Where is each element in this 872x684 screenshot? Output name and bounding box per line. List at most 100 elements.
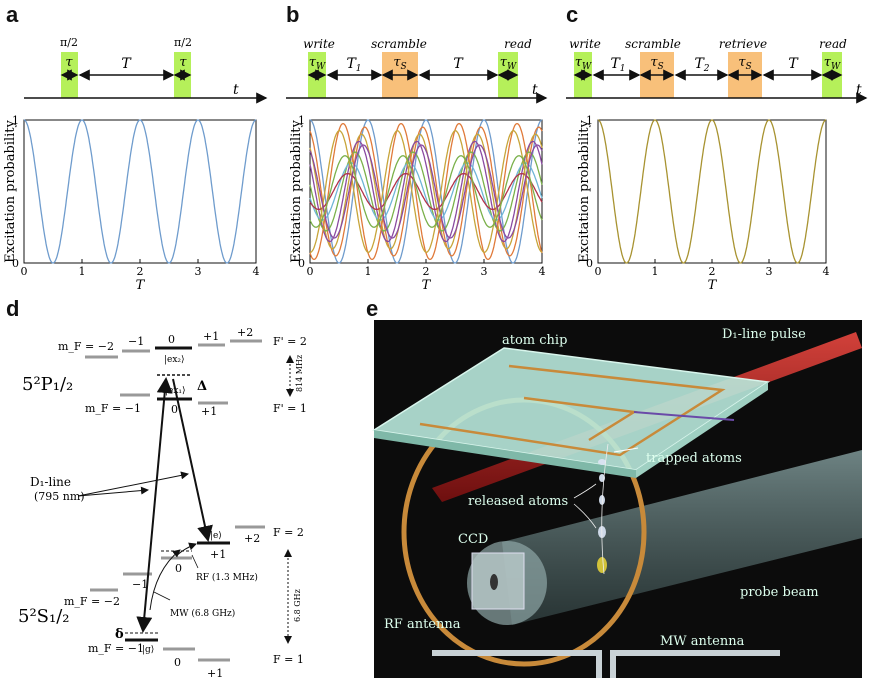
probe-beam-label: probe beam [740, 585, 819, 600]
lower-state-label: 5²S₁/₂ [18, 606, 70, 627]
x-axis-label: T [422, 278, 432, 293]
write-label: write [303, 37, 335, 51]
chip-wire [419, 364, 726, 457]
time-axis-label-b: t [532, 82, 538, 98]
level-diagram: m_F = −2 −1 0 +1 +2 |ex₂⟩ |ex₁⟩ Δ m_F = … [18, 326, 307, 680]
svg-text:0: 0 [174, 656, 181, 669]
rf-label: RF (1.3 MHz) [196, 572, 258, 583]
x-tick-label: 0 [307, 265, 314, 278]
x-axis-label: T [708, 278, 718, 293]
svg-text:τS: τS [393, 55, 406, 72]
probed-atom-cloud [597, 557, 607, 573]
gap-label-c: T [788, 56, 799, 72]
series-line-9 [309, 144, 543, 239]
mw-label: MW (6.8 GHz) [170, 608, 235, 619]
series-line-7 [309, 122, 543, 261]
series-line-6 [309, 172, 543, 211]
svg-text:T1: T1 [610, 56, 625, 74]
x-tick-label: 4 [823, 265, 830, 278]
series-line-3 [309, 140, 543, 243]
x-tick-label: 2 [423, 265, 430, 278]
x-tick-label: 1 [365, 265, 372, 278]
probe-beam [502, 450, 862, 625]
plot-frame [597, 119, 827, 264]
series-line-0 [23, 119, 257, 264]
atom-chip-label: atom chip [502, 333, 567, 348]
svg-text:0: 0 [175, 562, 182, 575]
x-tick-label: 2 [137, 265, 144, 278]
panel-letter-b: b [286, 2, 300, 27]
x-tick-label: 3 [766, 265, 773, 278]
upper-state-label: 5²P₁/₂ [22, 374, 73, 395]
timeline-c: write scramble retrieve read τW τS τS τW… [566, 37, 868, 104]
d1-pulse-label: D₁-line pulse [722, 327, 806, 342]
x-tick-label: 1 [79, 265, 86, 278]
y-tick-label: 0 [298, 257, 305, 270]
pulse-label-1: π/2 [60, 36, 78, 49]
x-tick-label: 4 [539, 265, 546, 278]
upper-mf-label: m_F = −2 [58, 340, 114, 353]
panel-letter-e: e [366, 296, 379, 321]
plot-frame [23, 119, 257, 264]
svg-text:τS: τS [650, 55, 663, 72]
released-atoms-label: released atoms [468, 494, 568, 509]
svg-text:m_F = −1: m_F = −1 [88, 642, 144, 655]
svg-text:T2: T2 [694, 56, 709, 74]
svg-text:m_F = −1: m_F = −1 [85, 402, 141, 415]
panel-letter-c: c [566, 2, 579, 27]
series-line-5 [309, 162, 543, 221]
rf-antenna-label: RF antenna [384, 617, 461, 632]
svg-text:0: 0 [168, 333, 175, 346]
series-line-2 [309, 133, 543, 250]
time-axis-label: t [233, 82, 239, 98]
svg-text:814 MHz: 814 MHz [295, 355, 304, 392]
svg-text:m_F = −2: m_F = −2 [64, 595, 120, 608]
svg-text:F' = 2: F' = 2 [273, 335, 307, 348]
svg-text:T1: T1 [346, 56, 361, 74]
svg-text:τS: τS [738, 55, 751, 72]
timeline-a: π/2 π/2 τ τ T t [24, 36, 268, 104]
trapped-atom-cloud [598, 459, 606, 465]
x-tick-label: 2 [709, 265, 716, 278]
write-label-c: write [569, 37, 601, 51]
read-label: read [504, 37, 532, 51]
svg-text:τW: τW [309, 55, 326, 72]
tau-w1: τ [309, 55, 317, 70]
svg-text:τW: τW [824, 55, 841, 72]
delta-upper: Δ [197, 379, 207, 394]
y-axis-label: Excitation probability [577, 119, 592, 262]
svg-text:F = 2: F = 2 [273, 526, 304, 539]
svg-text:0: 0 [171, 403, 178, 416]
svg-text:−1: −1 [132, 578, 148, 591]
time-axis-label-c: t [856, 82, 862, 98]
gap-label: T [121, 56, 132, 72]
x-axis-label: T [136, 278, 146, 293]
apparatus-scene: atom chip D₁-line pulse trapped atoms re… [371, 320, 862, 678]
retrieve-label-c: retrieve [719, 37, 767, 51]
tau-1: τ [65, 55, 73, 70]
svg-text:6.8 GHz: 6.8 GHz [293, 589, 302, 622]
d1-line-label: D₁-line [30, 475, 71, 489]
tau-w2: τ [500, 55, 508, 70]
svg-text:+1: +1 [203, 330, 219, 343]
y-tick-label: 0 [586, 257, 593, 270]
gap-label-b: T [453, 56, 464, 72]
ket-e: |e⟩ [210, 531, 222, 541]
x-tick-label: 4 [253, 265, 260, 278]
svg-text:+2: +2 [237, 326, 253, 339]
ccd-camera [471, 552, 525, 610]
svg-text:−1: −1 [128, 335, 144, 348]
pulse-label-2: π/2 [174, 36, 192, 49]
tau-s: τ [393, 55, 401, 70]
mw-antenna-label: MW antenna [660, 634, 745, 649]
x-tick-label: 3 [481, 265, 488, 278]
svg-text:F' = 1: F' = 1 [273, 402, 307, 415]
scramble-label-c: scramble [625, 37, 681, 51]
series-line-0 [309, 119, 543, 264]
svg-text:+1: +1 [207, 667, 223, 680]
tau-2: τ [179, 55, 187, 70]
read-label-c: read [819, 37, 847, 51]
